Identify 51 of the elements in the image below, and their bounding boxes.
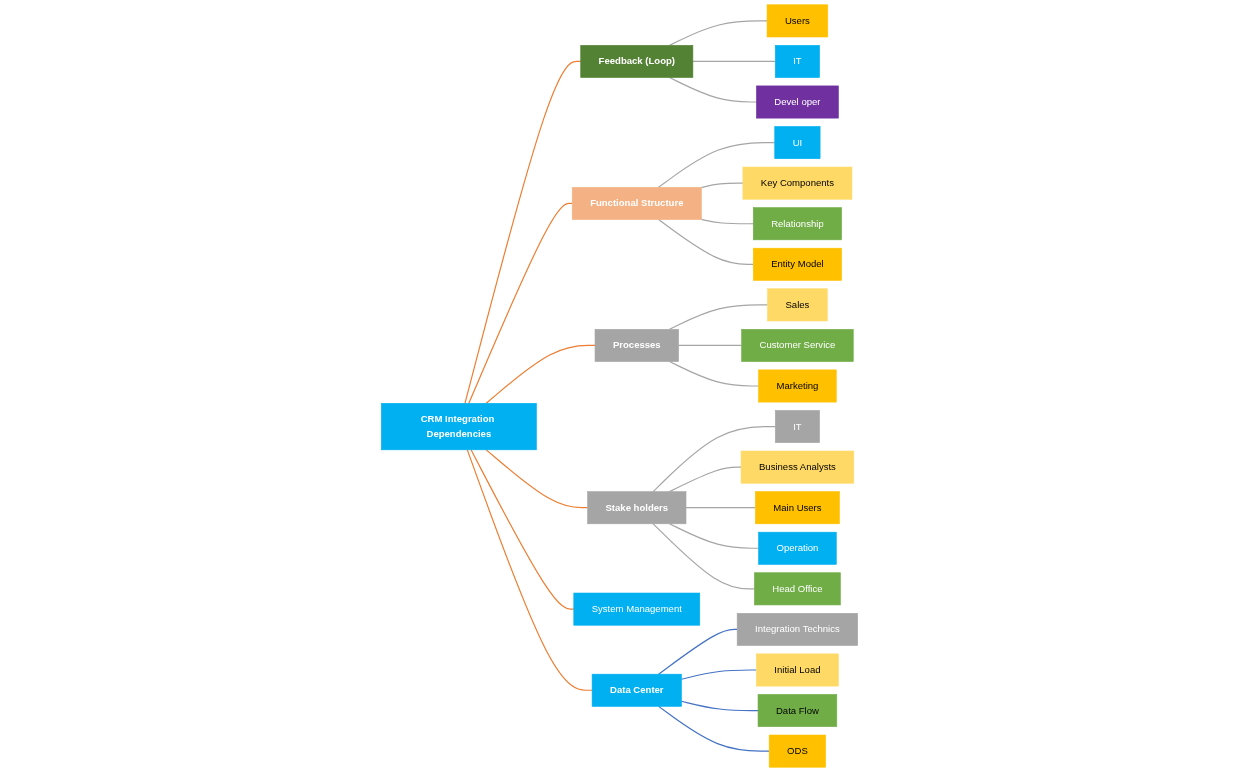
connector bbox=[658, 705, 770, 752]
node-box: Relationship bbox=[752, 207, 842, 241]
node-box: ODS bbox=[768, 734, 826, 768]
connector bbox=[468, 202, 573, 404]
connector bbox=[464, 60, 582, 404]
connector bbox=[680, 669, 758, 680]
node-box: Data Center bbox=[591, 673, 682, 707]
connector bbox=[668, 304, 769, 330]
node-box: Entity Model bbox=[752, 247, 842, 281]
node-box: Integration Technics bbox=[736, 613, 858, 646]
node-box: Sales bbox=[767, 288, 828, 322]
node-box: Processes bbox=[594, 329, 679, 362]
connector bbox=[685, 507, 756, 509]
node-box: Devel oper bbox=[756, 85, 839, 119]
connector bbox=[668, 76, 758, 103]
node-box: IT bbox=[775, 410, 820, 443]
connector bbox=[668, 360, 760, 387]
node-box: Initial Load bbox=[756, 653, 839, 687]
node-box: Business Analysts bbox=[740, 450, 855, 484]
connector bbox=[668, 466, 742, 493]
node-box: System Management bbox=[573, 592, 701, 626]
connector bbox=[658, 218, 754, 265]
node-box: UI bbox=[774, 126, 821, 159]
connector bbox=[466, 449, 593, 691]
connector bbox=[485, 344, 596, 404]
node-box: Customer Service bbox=[741, 329, 854, 362]
connector bbox=[652, 523, 755, 590]
connector bbox=[668, 20, 768, 46]
node-box: Key Components bbox=[742, 166, 853, 200]
node-box: Feedback (Loop) bbox=[580, 45, 694, 78]
node-box: Functional Structure bbox=[571, 187, 702, 220]
connector bbox=[678, 344, 743, 347]
node-box: IT bbox=[775, 45, 820, 78]
node-box: Head Office bbox=[754, 572, 841, 606]
connector bbox=[652, 425, 776, 493]
connector bbox=[700, 182, 744, 189]
node-box: Stake holders bbox=[587, 491, 687, 525]
connector bbox=[680, 700, 759, 712]
node-box: Main Users bbox=[755, 491, 840, 525]
connector bbox=[470, 449, 575, 610]
connector bbox=[658, 628, 738, 675]
node-box: CRM Integration Dependencies bbox=[381, 403, 537, 451]
connector bbox=[485, 449, 589, 509]
node-box: Operation bbox=[758, 531, 837, 565]
connector bbox=[658, 142, 776, 188]
node-box: Marketing bbox=[758, 369, 837, 403]
node-box: Data Flow bbox=[757, 694, 838, 727]
node-box: Users bbox=[766, 4, 829, 38]
connector bbox=[692, 60, 776, 63]
connector bbox=[700, 218, 754, 225]
connector bbox=[668, 523, 760, 549]
